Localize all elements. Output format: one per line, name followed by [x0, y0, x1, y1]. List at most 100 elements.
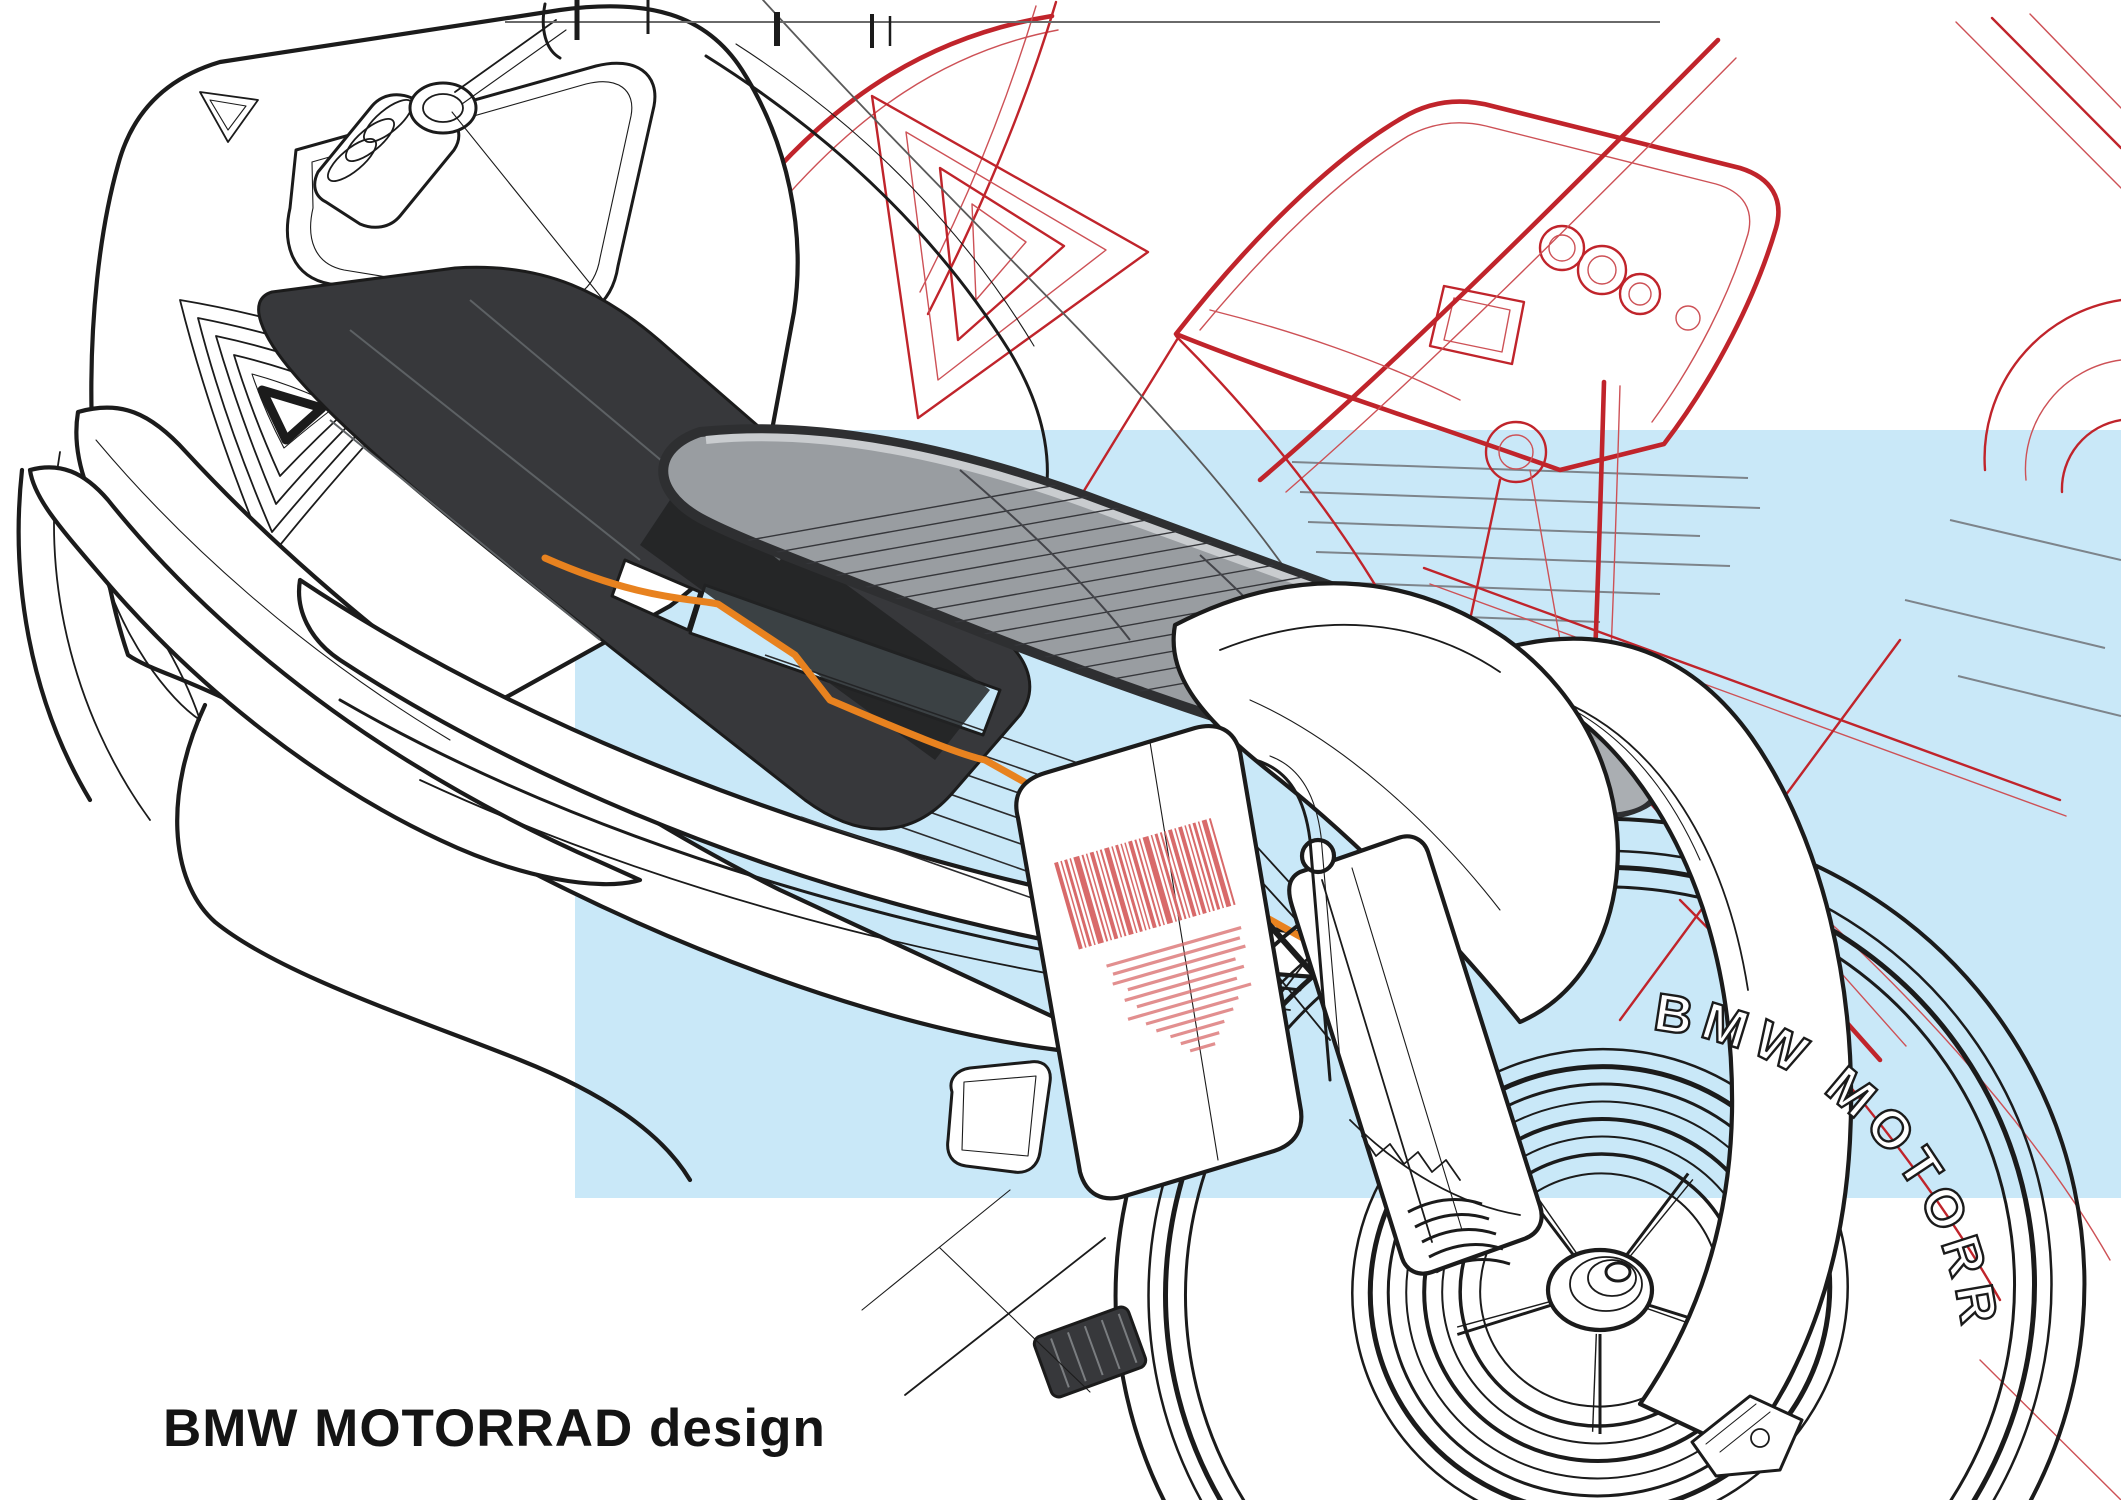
- barcode-stripe: [1054, 861, 1083, 950]
- wheel-hub: [1545, 1247, 1655, 1333]
- red-seat-echo: [1199, 122, 1751, 423]
- red-triangle-inner: [938, 166, 1066, 342]
- fine-print-row: [1124, 964, 1245, 1003]
- fine-print-row: [1189, 1042, 1216, 1053]
- leg-shield-edge: [175, 702, 693, 1183]
- drive-belt-edge: [1349, 1119, 1521, 1216]
- footpeg-body: [1690, 1394, 1804, 1478]
- rear-cowl: [1171, 581, 1620, 1025]
- red-seat-outline: [1173, 99, 1781, 473]
- barcode-stripe: [1069, 858, 1096, 946]
- fine-print-row: [1180, 1031, 1220, 1046]
- barcode-stripe: [1120, 843, 1147, 931]
- red-grab-handle-echo: [1443, 297, 1511, 353]
- red-shock-mount: [1484, 420, 1548, 484]
- barcode-stripe: [1085, 853, 1113, 941]
- caption-suffix: design: [649, 1399, 826, 1458]
- wheel-spoke-echo: [1629, 1178, 1694, 1258]
- fine-print-row: [1127, 982, 1252, 1021]
- stalk-rod-echo: [461, 29, 567, 105]
- streak-line: [1291, 461, 1749, 479]
- barcode-stripe: [1208, 818, 1236, 906]
- wheel-ring: [1351, 1047, 1849, 1500]
- red-taillight-cluster: [1538, 224, 1701, 331]
- shock-line-1: [1321, 879, 1433, 1243]
- barcode-stripe: [1099, 849, 1127, 937]
- small-parts: [861, 1060, 1804, 1478]
- fine-print-row: [1106, 926, 1242, 968]
- barcode-stripe: [1188, 824, 1215, 912]
- front-tire-arc-outer: [16, 467, 93, 803]
- top-guides: [505, 0, 1660, 60]
- stalk-cap-inner: [422, 93, 464, 123]
- barcode-stripe: [1167, 829, 1197, 917]
- fender-contour-1: [1559, 699, 1749, 991]
- spring-rib: [1435, 1258, 1511, 1274]
- streak-line: [1307, 521, 1701, 537]
- caption: BMW MOTORRAD design: [163, 1398, 826, 1459]
- streak-line: [1323, 581, 1661, 595]
- mirror-housing-triangle-inner: [209, 99, 247, 131]
- barcode-stripe: [1095, 850, 1123, 938]
- rear-wheel: [1113, 816, 2087, 1500]
- barcode-stripe: [1124, 842, 1151, 930]
- shock-spring-ribs: [1407, 1198, 1511, 1274]
- vent-core-triangle: [257, 385, 327, 445]
- barcode-stripe: [1064, 859, 1092, 947]
- seat-crease-1: [959, 469, 1131, 641]
- barcode-stripe: [1201, 819, 1232, 908]
- red-handlebar-sweep: [759, 13, 1055, 189]
- vent-ring-5: [251, 373, 337, 449]
- red-underseat-line: [1174, 334, 1400, 626]
- label-bracket-echo: [1269, 755, 1341, 1061]
- barcode-icon: [1054, 818, 1236, 950]
- barcode-stripe: [1164, 831, 1191, 918]
- red-handlebar-echo: [777, 29, 1059, 207]
- red-arc-mid: [2024, 359, 2121, 481]
- red-floor-edge-echo: [1429, 583, 2067, 817]
- shock-line-2: [1351, 867, 1463, 1231]
- step-panel: [946, 1060, 1052, 1174]
- caption-brand: BMW MOTORRAD: [163, 1399, 634, 1458]
- barcode-stripe: [1159, 832, 1187, 920]
- stalk-rod: [454, 19, 557, 93]
- shock-body: [1287, 834, 1544, 1276]
- streak-line: [1904, 599, 2106, 649]
- fender-contour: [95, 439, 451, 741]
- cross-line-1: [904, 1237, 1106, 1396]
- underbody-dark: [257, 265, 1396, 992]
- cross-line-3: [861, 1189, 1011, 1311]
- shock-top-mount: [1299, 837, 1337, 875]
- red-shock-mount-inner: [1498, 434, 1534, 470]
- underbody-facet-1: [349, 329, 641, 561]
- barcode-stripe: [1111, 846, 1138, 934]
- red-flank-line: [1209, 309, 1461, 401]
- cross-line-2: [939, 1247, 1091, 1393]
- screen-trailing-edge: [704, 54, 1049, 522]
- wheel-spoke: [1456, 1302, 1557, 1336]
- barcode-stripe: [1184, 825, 1211, 913]
- spring-rib: [1428, 1243, 1504, 1259]
- barcode-stripe: [1081, 854, 1109, 942]
- streak-line: [1949, 519, 2121, 561]
- wheel-spoke: [1625, 1172, 1690, 1256]
- barcode-stripe: [1115, 844, 1143, 933]
- barcode-stripe: [1089, 851, 1119, 940]
- red-floor-edge: [1422, 566, 2062, 802]
- barcode-stripe: [1060, 860, 1087, 948]
- barcode-stripe: [1128, 840, 1157, 929]
- mirror-housing-triangle: [199, 91, 259, 143]
- cowl-shell: [1171, 581, 1620, 1025]
- fine-print-row: [1112, 936, 1241, 976]
- vent-body: [1032, 1305, 1148, 1399]
- drive-belt-teeth: [1361, 1135, 1461, 1181]
- wheel-spoke-echo: [1591, 1333, 1598, 1432]
- spring-rib: [1421, 1228, 1497, 1244]
- red-arc-outer: [1983, 298, 2121, 472]
- orange-accent-line: [541, 554, 1396, 992]
- barcode-stripe: [1150, 834, 1177, 922]
- barcode-stripe: [1174, 828, 1201, 916]
- footpeg: [1690, 1394, 1804, 1478]
- red-frame-diagonal: [1257, 37, 1721, 483]
